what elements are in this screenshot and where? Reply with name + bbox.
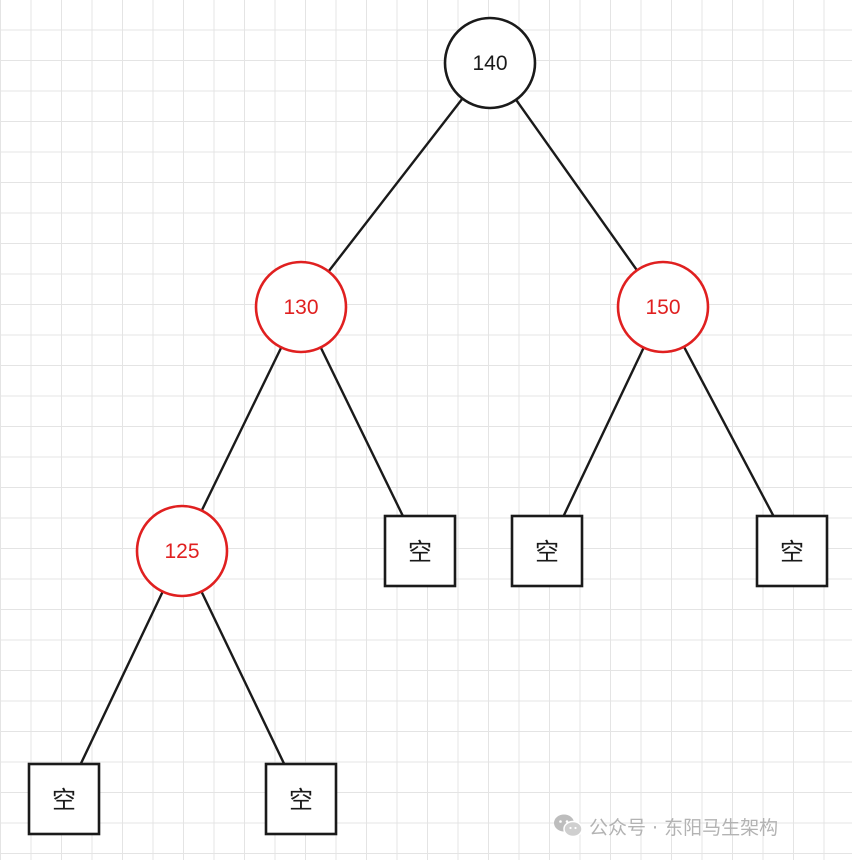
leaf-box: [383, 514, 457, 588]
edge-n125-nil_125_r: [200, 591, 286, 765]
edge-n150-nil_150_r: [682, 346, 775, 517]
leaf-box: [27, 762, 101, 836]
leaf-label: 空: [780, 538, 804, 566]
leaf-box: [264, 762, 338, 836]
watermark-text: 公众号 · 东阳马生架构: [589, 816, 779, 839]
tree-node-n130: 130: [254, 260, 348, 354]
edge-n130-nil_130_r: [319, 346, 404, 517]
watermark: 公众号 · 东阳马生架构: [553, 812, 778, 840]
tree-edges: [79, 97, 775, 765]
node-label: 150: [645, 296, 680, 319]
edge-n150-nil_150_l: [562, 347, 645, 517]
node-circle: [616, 260, 710, 354]
node-label: 130: [283, 296, 318, 319]
tree-node-nil_150_r: 空: [755, 514, 829, 588]
leaf-box: [510, 514, 584, 588]
tree-node-n150: 150: [616, 260, 710, 354]
wechat-icon: [554, 814, 583, 838]
edge-n140-n130: [327, 97, 464, 273]
node-circle: [443, 16, 537, 110]
edge-n140-n150: [515, 99, 638, 271]
node-circle: [135, 504, 229, 598]
tree-node-n125: 125: [135, 504, 229, 598]
edge-n130-n125: [200, 346, 283, 512]
leaf-label: 空: [289, 786, 313, 814]
node-label: 140: [472, 52, 507, 75]
tree-node-n140: 140: [443, 16, 537, 110]
leaf-label: 空: [52, 786, 76, 814]
tree-node-nil_130_r: 空: [383, 514, 457, 588]
leaf-label: 空: [408, 538, 432, 566]
tree-node-nil_150_l: 空: [510, 514, 584, 588]
node-circle: [254, 260, 348, 354]
node-label: 125: [164, 540, 199, 563]
tree-node-nil_125_l: 空: [27, 762, 101, 836]
leaf-box: [755, 514, 829, 588]
edge-n125-nil_125_l: [79, 591, 164, 765]
leaf-label: 空: [535, 538, 559, 566]
tree-node-nil_125_r: 空: [264, 762, 338, 836]
